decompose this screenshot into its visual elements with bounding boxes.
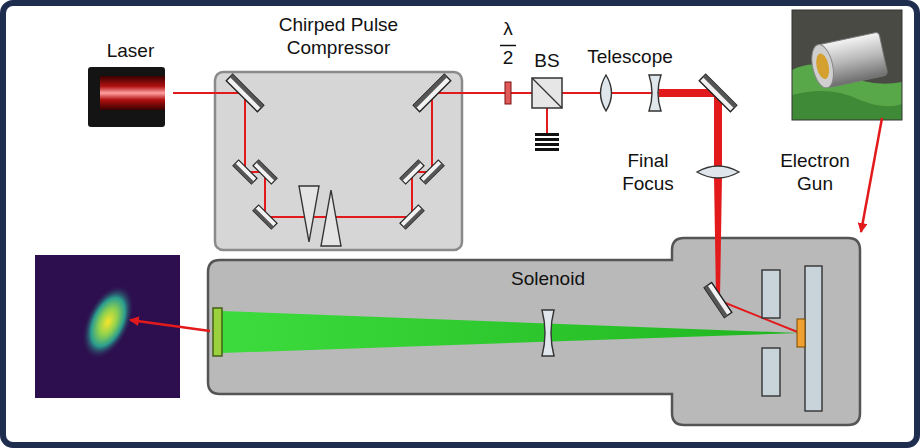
beam-splitter-diagonal (532, 78, 562, 108)
mirror-back (230, 74, 264, 108)
mirror-face (704, 283, 732, 318)
beam-dump (535, 133, 559, 151)
laser-node: Laser (88, 40, 173, 127)
expanded-beam (714, 93, 722, 168)
waveplate (505, 82, 511, 104)
focused-beam (714, 176, 722, 298)
vacuum-chamber (208, 238, 860, 425)
fraction-bar (500, 45, 516, 47)
part-label: Electron Gun (770, 150, 860, 196)
cylinder-aperture (814, 52, 831, 80)
component-label: Chirped Pulse Compressor (254, 14, 424, 60)
focused-beam (718, 300, 800, 333)
mirror-face (253, 205, 277, 229)
photo-background (792, 10, 902, 120)
part-label: Final Focus (612, 150, 684, 196)
electron-beam (222, 311, 800, 353)
mirror (400, 160, 424, 184)
pointer-arrow (130, 320, 210, 331)
outer-frame (3, 3, 917, 445)
mirror-face (253, 160, 277, 184)
photo-glove (792, 91, 902, 120)
mirror (699, 74, 736, 111)
laser-glow (100, 76, 165, 110)
photocathode (797, 319, 805, 347)
beam-spot (71, 276, 145, 367)
mirror-back (233, 163, 254, 184)
part-label: Telescope (575, 46, 685, 69)
convex-lens (601, 75, 612, 111)
mirror-back (256, 160, 277, 181)
mirror-back (253, 208, 274, 229)
part-label: Solenoid (493, 268, 603, 291)
part-label: 2 (493, 47, 523, 70)
mirror (413, 74, 450, 111)
anode-plate (762, 270, 780, 318)
mirror-back (413, 74, 447, 108)
mirror-face (413, 74, 450, 111)
cylinder-face (808, 43, 837, 90)
mirror-face (226, 74, 263, 111)
beam-connector (173, 92, 215, 94)
mirror-back (423, 163, 444, 184)
prism (299, 186, 319, 242)
mirror (420, 160, 444, 184)
mirror (253, 160, 277, 184)
photo-cylinder (808, 32, 888, 90)
mirror (400, 205, 424, 229)
beam-image (35, 255, 180, 398)
dump-plate (535, 138, 559, 141)
mirror-back (400, 160, 421, 181)
compressor-housing (215, 72, 462, 250)
beam-splitter-cube (532, 78, 562, 108)
mirror-back (704, 285, 727, 317)
mirror-face (233, 160, 257, 184)
prism (321, 190, 341, 246)
beam-splitter (532, 78, 562, 108)
anode-plate (762, 348, 780, 396)
mirror-face (400, 160, 424, 184)
solenoid-lens (542, 310, 554, 356)
dump-plate (535, 148, 559, 151)
dump-plate (535, 143, 559, 146)
detector-screen (213, 308, 222, 356)
compressor-node: Chirped Pulse Compressor (215, 14, 462, 250)
laser-beam (215, 93, 659, 217)
part-label: BS (522, 50, 572, 73)
gun-photo (792, 10, 902, 120)
part-label: λ (493, 18, 523, 41)
mirror (226, 74, 263, 111)
photo-border (792, 10, 902, 120)
mirror-face (400, 205, 424, 229)
concave-lens (649, 75, 661, 111)
mirror (704, 283, 732, 318)
component-label: Laser (92, 40, 169, 63)
cathode-plate (805, 266, 822, 411)
mirror (253, 205, 277, 229)
mirror-back (403, 208, 424, 229)
laser-housing (88, 67, 165, 127)
pointer-arrow (861, 118, 882, 232)
laser-body (88, 67, 165, 127)
mirror (233, 160, 257, 184)
mirror-face (420, 160, 444, 184)
mirror-back (703, 74, 737, 108)
focus-lens (697, 166, 739, 178)
dump-plate (535, 133, 559, 136)
mirror-face (699, 74, 736, 111)
